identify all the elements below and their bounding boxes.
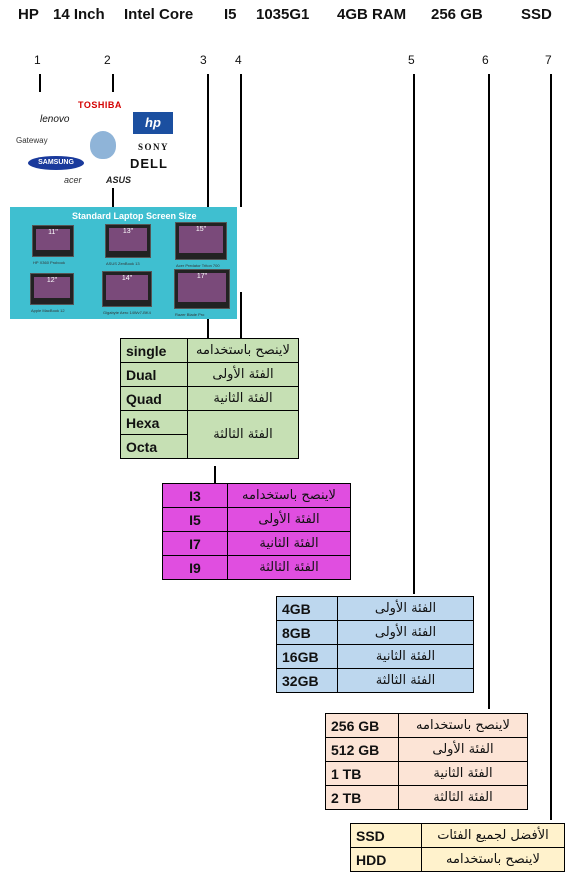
cores-rating: لاينصح باستخدامه xyxy=(187,338,299,363)
laptop-17: 17" Razer Blade Pro xyxy=(174,269,230,317)
cores-rating: الفئة الأولى xyxy=(187,362,299,387)
index-5: 5 xyxy=(408,53,415,67)
storage-label: 256 GB xyxy=(325,713,399,738)
table-row: I5 الفئة الأولى xyxy=(162,507,351,532)
ram-rating: الفئة الثالثة xyxy=(337,668,474,693)
drive-type-label: HDD xyxy=(350,847,422,872)
dell-logo: DELL xyxy=(130,156,168,171)
storage-table: 256 GB لاينصح باستخدامه 512 GB الفئة الأ… xyxy=(325,713,528,810)
cores-label: Quad xyxy=(120,386,188,411)
table-row: I9 الفئة الثالثة xyxy=(162,555,351,580)
ram-label: 4GB xyxy=(276,596,338,621)
cpu-tier-rating: لاينصح باستخدامه xyxy=(227,483,351,508)
ram-rating: الفئة الثانية xyxy=(337,644,474,669)
table-row: 512 GB الفئة الأولى xyxy=(325,737,528,762)
storage-rating: الفئة الثانية xyxy=(398,761,528,786)
storage-rating: الفئة الثالثة xyxy=(398,785,528,810)
ram-rating: الفئة الأولى xyxy=(337,596,474,621)
brand-logos: TOSHIBA lenovo hp Gateway SONY SAMSUNG D… xyxy=(10,94,200,190)
spec-storage: 256 GB xyxy=(431,6,483,23)
spec-screen: 14 Inch xyxy=(53,6,105,23)
spec-drive-type: SSD xyxy=(521,6,552,23)
laptop-15: 15" Acer Predator Triton 700 xyxy=(175,222,227,268)
table-row: 4GB الفئة الأولى xyxy=(276,596,474,621)
spec-cpu-family: Intel Core xyxy=(124,6,194,23)
storage-rating: الفئة الأولى xyxy=(398,737,528,762)
spec-brand: HP xyxy=(18,6,39,23)
table-row: Dual الفئة الأولى xyxy=(120,362,299,387)
spec-ram: 4GB RAM xyxy=(337,6,407,23)
table-row: HDD لاينصح باستخدامه xyxy=(350,847,565,872)
table-row: 256 GB لاينصح باستخدامه xyxy=(325,713,528,738)
drive-type-table: SSD الأفضل لجميع الفئات HDD لاينصح باستخ… xyxy=(350,823,565,872)
table-row: Quad الفئة الثانية xyxy=(120,386,299,411)
lenovo-logo: lenovo xyxy=(40,114,70,125)
laptop-12: 12" Apple MacBook 12 xyxy=(30,273,74,313)
screen-size-title: Standard Laptop Screen Size xyxy=(72,211,197,221)
table-row: 8GB الفئة الأولى xyxy=(276,620,474,645)
ram-label: 8GB xyxy=(276,620,338,645)
index-3: 3 xyxy=(200,53,207,67)
ram-table: 4GB الفئة الأولى 8GB الفئة الأولى 16GB ا… xyxy=(276,596,474,693)
acer-logo: acer xyxy=(64,175,82,185)
asus-logo: ASUS xyxy=(106,175,132,185)
table-row: I7 الفئة الثانية xyxy=(162,531,351,556)
storage-rating: لاينصح باستخدامه xyxy=(398,713,528,738)
screen-size-image: Standard Laptop Screen Size 11" HP X360 … xyxy=(10,207,237,319)
ram-rating: الفئة الأولى xyxy=(337,620,474,645)
ram-label: 16GB xyxy=(276,644,338,669)
table-row: single لاينصح باستخدامه xyxy=(120,338,299,363)
index-6: 6 xyxy=(482,53,489,67)
cores-label: Hexa xyxy=(120,410,188,435)
gateway-logo: Gateway xyxy=(16,136,48,145)
cores-label: Dual xyxy=(120,362,188,387)
index-2: 2 xyxy=(104,53,111,67)
index-7: 7 xyxy=(545,53,552,67)
cpu-tier-table: I3 لاينصح باستخدامه I5 الفئة الأولى I7 ا… xyxy=(162,483,351,580)
cores-table: single لاينصح باستخدامه Dual الفئة الأول… xyxy=(120,338,299,459)
toshiba-logo: TOSHIBA xyxy=(78,100,122,110)
drive-type-label: SSD xyxy=(350,823,422,848)
index-1: 1 xyxy=(34,53,41,67)
cores-label: Octa xyxy=(120,434,188,459)
storage-label: 1 TB xyxy=(325,761,399,786)
cpu-tier-rating: الفئة الثالثة xyxy=(227,555,351,580)
storage-label: 2 TB xyxy=(325,785,399,810)
table-row: 1 TB الفئة الثانية xyxy=(325,761,528,786)
cores-label: single xyxy=(120,338,188,363)
table-row: I3 لاينصح باستخدامه xyxy=(162,483,351,508)
table-row: Octa xyxy=(120,434,299,459)
spec-cpu-model: 1035G1 xyxy=(256,6,310,23)
cpu-tier-label: I7 xyxy=(162,531,228,556)
spec-cpu-tier: I5 xyxy=(224,6,237,23)
drive-type-rating: الأفضل لجميع الفئات xyxy=(421,823,565,848)
table-row: 32GB الفئة الثالثة xyxy=(276,668,474,693)
sony-logo: SONY xyxy=(138,142,170,152)
laptop-14: 14" Gigabyte Aero 14Wv7-BK4 xyxy=(102,271,152,315)
hp-logo: hp xyxy=(133,112,173,134)
cpu-tier-rating: الفئة الثانية xyxy=(227,531,351,556)
table-row: SSD الأفضل لجميع الفئات xyxy=(350,823,565,848)
table-row: 16GB الفئة الثانية xyxy=(276,644,474,669)
table-row: 2 TB الفئة الثالثة xyxy=(325,785,528,810)
samsung-logo: SAMSUNG xyxy=(28,156,84,170)
storage-label: 512 GB xyxy=(325,737,399,762)
cores-rating: الفئة الثانية xyxy=(187,386,299,411)
apple-logo xyxy=(90,131,116,159)
drive-type-rating: لاينصح باستخدامه xyxy=(421,847,565,872)
laptop-11: 11" HP X360 Probook xyxy=(32,225,74,265)
ram-label: 32GB xyxy=(276,668,338,693)
cpu-tier-label: I3 xyxy=(162,483,228,508)
cpu-tier-label: I9 xyxy=(162,555,228,580)
laptop-13: 13" ASUS ZenBook 13 xyxy=(105,224,151,266)
cpu-tier-label: I5 xyxy=(162,507,228,532)
cores-rating: الفئة الثالثة xyxy=(187,410,299,459)
cpu-tier-rating: الفئة الأولى xyxy=(227,507,351,532)
table-row: Hexa الفئة الثالثة xyxy=(120,410,299,459)
index-4: 4 xyxy=(235,53,242,67)
